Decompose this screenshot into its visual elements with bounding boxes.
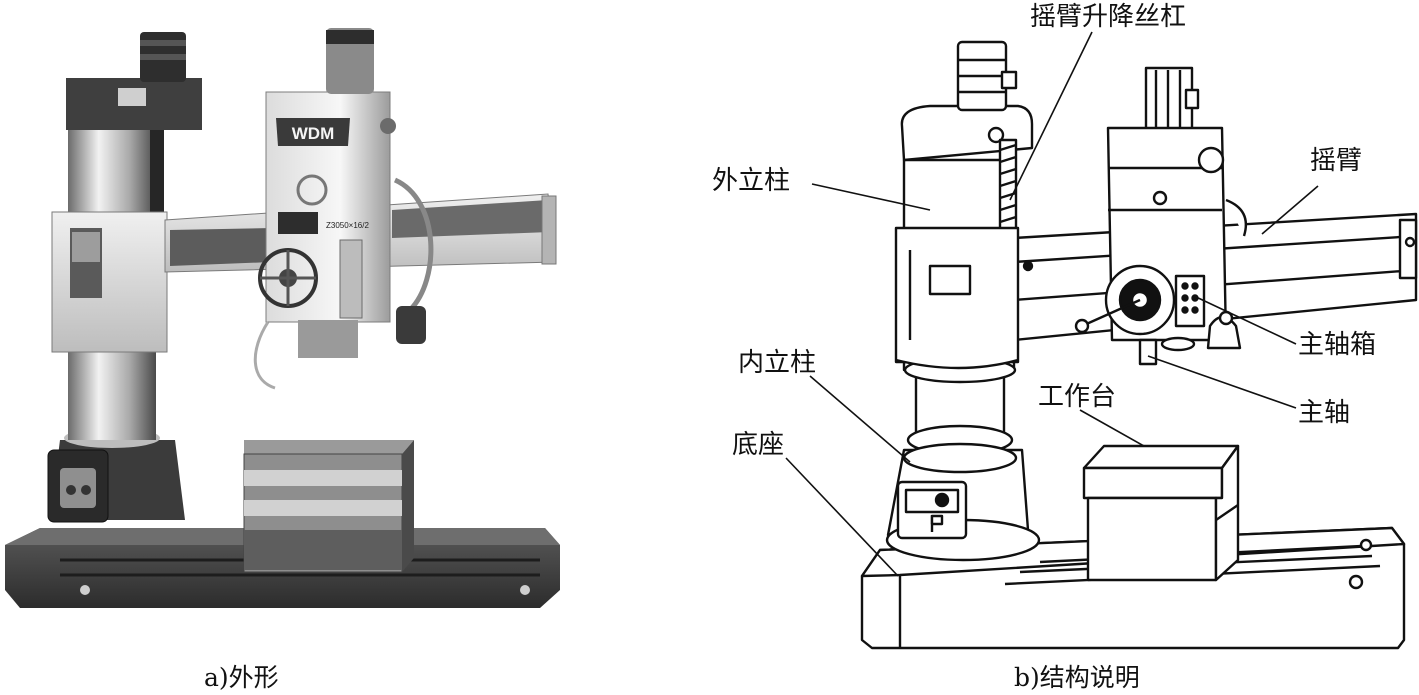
leader-lines — [785, 31, 1319, 577]
photo-column-top — [66, 32, 202, 130]
photo-logo: WDM — [292, 124, 334, 143]
leader-outer-column — [811, 183, 931, 211]
caption-a: a)外形 — [204, 663, 279, 692]
label-base: 底座 — [732, 430, 785, 460]
leader-headstock — [1193, 295, 1297, 345]
label-outer-column: 外立柱 — [712, 166, 791, 196]
label-spindle: 主轴 — [1298, 398, 1351, 428]
leader-base — [785, 457, 899, 577]
caption-b: b)结构说明 — [1014, 663, 1140, 692]
leader-arm-lift-screw — [1009, 31, 1093, 201]
leader-worktable — [1079, 409, 1145, 447]
photo-worktable — [243, 440, 414, 573]
leader-spindle — [1147, 355, 1297, 409]
line-worktable — [1082, 444, 1240, 582]
label-inner-column: 内立柱 — [738, 348, 817, 378]
line-arm-sleeve — [894, 226, 1020, 370]
photo-pedestal — [47, 428, 185, 523]
label-radial-arm: 摇臂 — [1310, 146, 1363, 176]
line-lift-screw — [998, 138, 1018, 242]
label-arm-lift-screw: 摇臂升降丝杠 — [1030, 2, 1187, 32]
label-worktable: 工作台 — [1038, 382, 1117, 412]
line-pedestal — [885, 448, 1041, 562]
line-headstock — [1074, 66, 1248, 366]
leader-inner-column — [809, 375, 911, 463]
photo-model-plate: Z3050×16/2 — [326, 221, 369, 230]
figure-a-photo: WDM Z3050×16/2 — [5, 28, 560, 608]
photo-arm-sleeve — [51, 211, 168, 353]
label-headstock: 主轴箱 — [1298, 330, 1377, 360]
leader-radial-arm — [1261, 185, 1319, 235]
line-column-top — [900, 40, 1034, 162]
figure-b-drawing — [860, 40, 1418, 650]
photo-headstock: WDM Z3050×16/2 — [253, 28, 434, 390]
